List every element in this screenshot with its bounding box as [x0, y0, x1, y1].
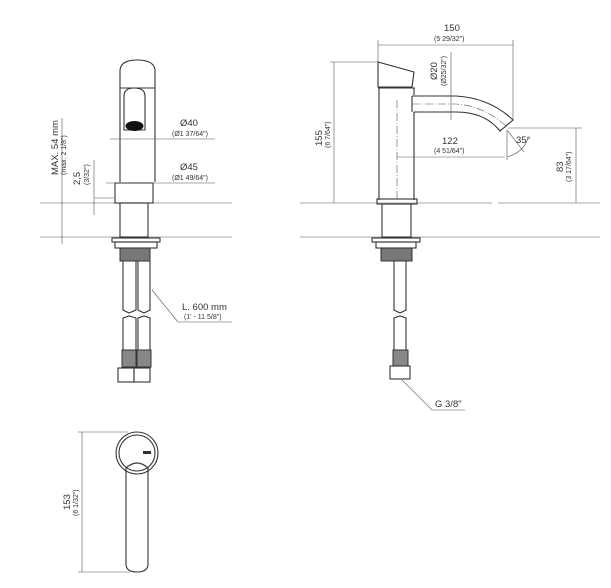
- dim-gap-label-in: (3/32"): [84, 164, 91, 185]
- dim-reach-label: 122: [442, 136, 458, 147]
- shank: [381, 203, 412, 238]
- dim-outlet-h-label-in: (3 17/64"): [566, 151, 573, 182]
- dim-max-label: MAX. 54 mm: [50, 120, 61, 175]
- dim-d40-label: Ø40: [180, 118, 198, 129]
- faucet-cap: [377, 61, 415, 88]
- thread-leader: [401, 379, 465, 411]
- hose-length-label: L. 600 mm: [182, 302, 227, 313]
- lock-nut: [111, 237, 161, 243]
- top-view: 153 (6 1/32"): [62, 431, 159, 573]
- dim-width-label: 150: [444, 23, 460, 34]
- washer: [375, 241, 417, 249]
- dim-d45-label-in: (Ø1 49/64"): [172, 175, 208, 182]
- hose-nut: [389, 365, 411, 380]
- hose: [393, 261, 407, 350]
- sensor-window: [123, 87, 146, 131]
- top-body-circle: [115, 431, 159, 475]
- dim-max-label-in: (max. 2 1/8"): [61, 135, 68, 175]
- side-view: 150 (5 29/32") 155 (6 7/64") Ø20 (Ø25/32…: [300, 23, 600, 411]
- dim-length-label: 153: [62, 494, 73, 510]
- spout: [412, 95, 514, 132]
- thread-label: G 3/8": [435, 399, 462, 410]
- spout-centerline: [412, 103, 507, 127]
- dim-width-label-in: (5 29/32"): [434, 36, 465, 43]
- faucet-body: [119, 59, 156, 182]
- dim-d40-label-in: (Ø1 37/64"): [172, 131, 208, 138]
- dim-height-label-in: (6 7/64"): [325, 121, 332, 148]
- hose-leader: [151, 289, 232, 323]
- thread: [119, 247, 151, 262]
- dim-spout-d-label: Ø20: [429, 62, 440, 80]
- sensor-eye: [125, 121, 144, 131]
- dim-spout-d-label-in: (Ø25/32"): [441, 56, 448, 86]
- sensor-dots-icon: [143, 451, 151, 454]
- dim-d45-label: Ø45: [180, 162, 198, 173]
- dim-length-label-in: (6 1/32"): [73, 489, 80, 516]
- front-view: MAX. 54 mm (max. 2 1/8") 2,5 (3/32") Ø40…: [40, 59, 232, 383]
- lock-nut: [371, 237, 421, 243]
- thread: [380, 247, 413, 262]
- hose-length-label-in: (1' - 11 5/8"): [184, 314, 222, 321]
- shank: [119, 202, 149, 238]
- base-ring: [114, 182, 154, 204]
- hoses: [117, 261, 152, 383]
- hose-connector: [392, 349, 409, 367]
- dim-angle-line: [506, 129, 525, 153]
- dim-reach-label-in: (4 51/64"): [434, 148, 465, 155]
- faucet-body: [378, 88, 415, 200]
- washer: [114, 241, 158, 249]
- spout-top: [125, 462, 149, 573]
- dim-gap-label: 2,5: [72, 172, 83, 185]
- dim-height-label: 155: [314, 130, 325, 146]
- dim-angle-label: 35°: [516, 135, 531, 146]
- dim-outlet-h-label: 83: [555, 161, 566, 172]
